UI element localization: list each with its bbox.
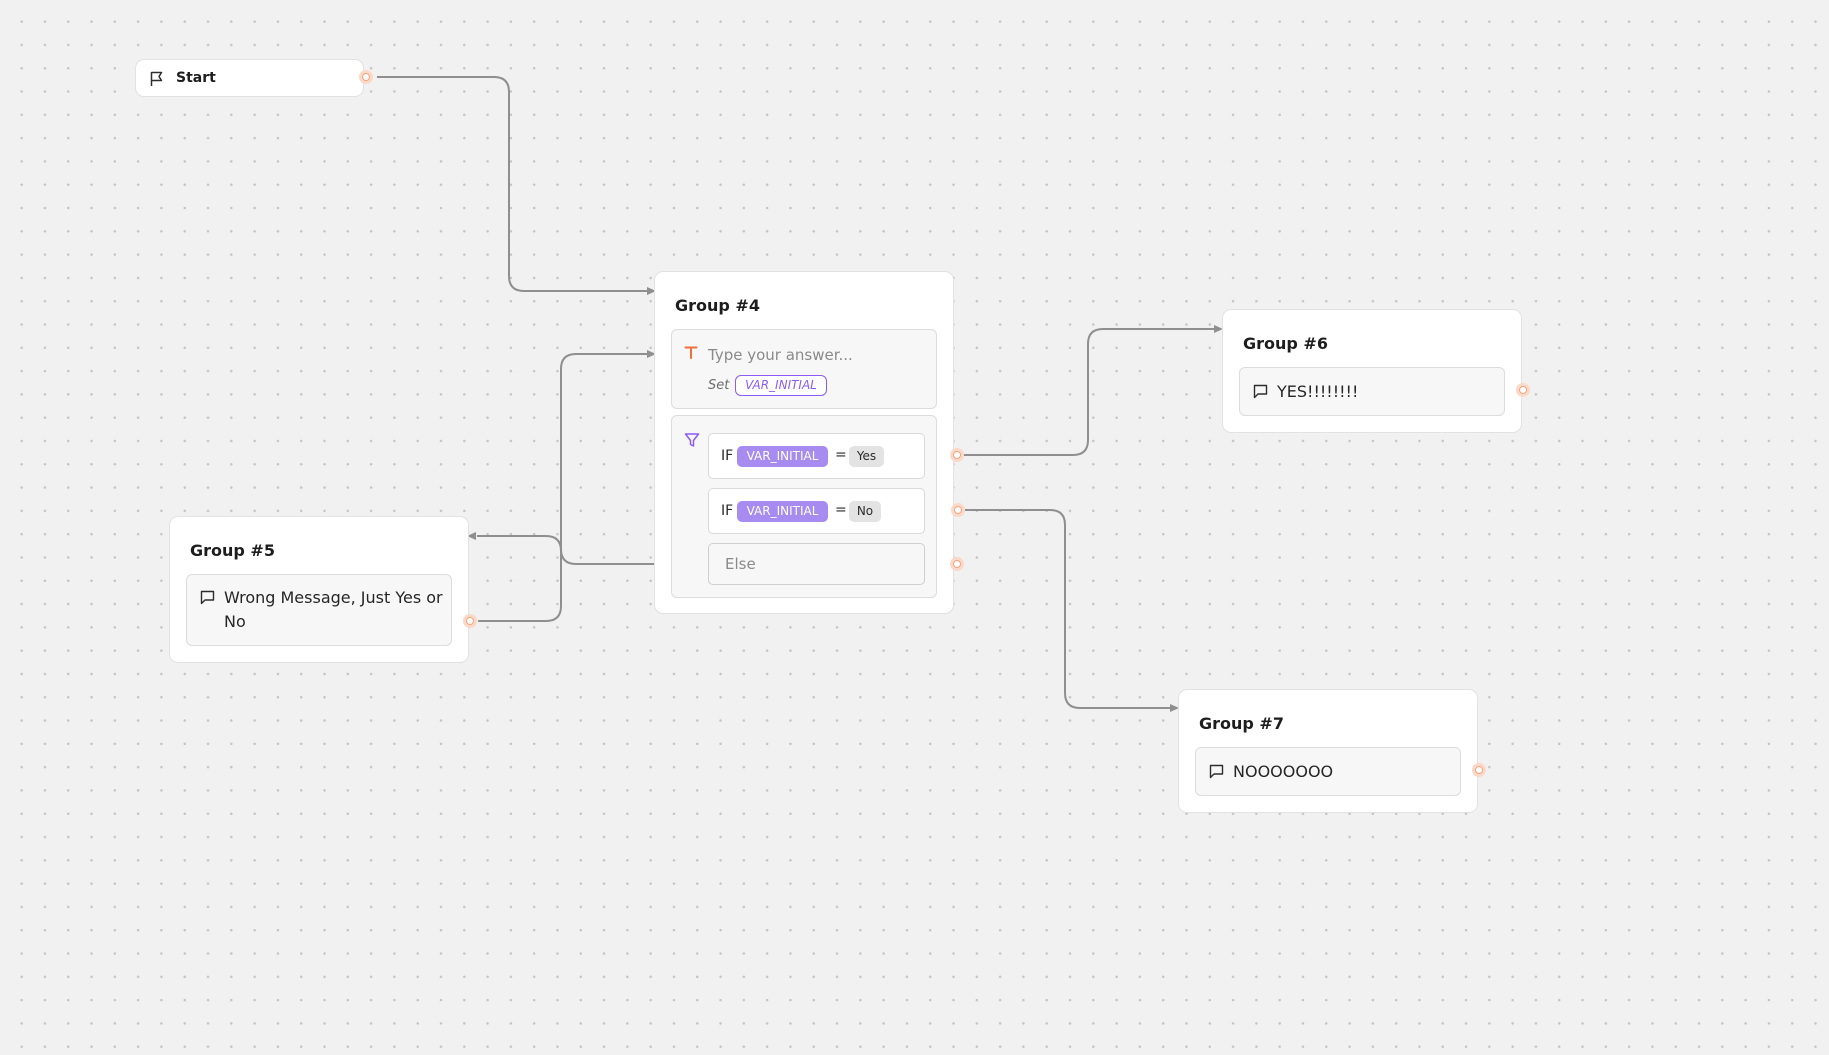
message-text: NOOOOOOO xyxy=(1233,762,1334,781)
edge-yes-to-group6[interactable] xyxy=(964,328,1214,456)
condition-item-yes[interactable]: IF VAR_INITIAL = Yes xyxy=(708,433,925,479)
text-input-block[interactable]: Type your answer... Set VAR_INITIAL xyxy=(671,329,937,409)
group-6-node[interactable]: Group #6 YES!!!!!!!! xyxy=(1222,309,1522,433)
condition-yes-output-handle[interactable] xyxy=(950,448,964,462)
condition-variable-pill: VAR_INITIAL xyxy=(737,501,828,522)
chat-bubble-icon xyxy=(200,590,215,605)
chat-bubble-icon xyxy=(1253,384,1268,399)
set-label: Set xyxy=(708,378,730,393)
message-text: Wrong Message, Just Yes or No xyxy=(224,588,443,631)
condition-value-pill: No xyxy=(849,501,881,522)
flag-icon xyxy=(150,71,163,86)
text-input-icon xyxy=(684,346,698,359)
condition-item-else[interactable]: Else xyxy=(708,543,925,585)
if-keyword: IF xyxy=(721,503,734,519)
text-message-block[interactable]: YES!!!!!!!! xyxy=(1239,367,1505,416)
edge-else-to-group5[interactable] xyxy=(477,535,654,565)
if-keyword: IF xyxy=(721,448,734,464)
chat-bubble-icon xyxy=(1209,764,1224,779)
group-7-node[interactable]: Group #7 NOOOOOOO xyxy=(1178,689,1478,813)
condition-variable-pill: VAR_INITIAL xyxy=(737,446,828,467)
group-5-output-handle[interactable] xyxy=(463,614,477,628)
group-6-output-handle[interactable] xyxy=(1516,383,1530,397)
start-output-handle[interactable] xyxy=(359,70,373,84)
edge-start-to-group4[interactable] xyxy=(377,76,648,292)
filter-icon xyxy=(684,433,700,447)
group-4-title: Group #4 xyxy=(675,296,760,315)
group-5-node[interactable]: Group #5 Wrong Message, Just Yes or No xyxy=(169,516,469,663)
group-7-title: Group #7 xyxy=(1199,714,1284,733)
condition-value-pill: Yes xyxy=(849,446,884,467)
set-variable-tag[interactable]: VAR_INITIAL xyxy=(735,375,827,396)
condition-else-output-handle[interactable] xyxy=(950,557,964,571)
condition-item-no[interactable]: IF VAR_INITIAL = No xyxy=(708,488,925,534)
condition-operator: = xyxy=(835,447,847,463)
group-6-title: Group #6 xyxy=(1243,334,1328,353)
condition-no-output-handle[interactable] xyxy=(951,503,965,517)
start-node[interactable]: Start xyxy=(135,59,364,97)
edge-group5-to-group4[interactable] xyxy=(478,353,648,622)
text-input-placeholder: Type your answer... xyxy=(708,346,853,364)
group-5-title: Group #5 xyxy=(190,541,275,560)
start-label: Start xyxy=(176,70,216,86)
edge-no-to-group7[interactable] xyxy=(965,509,1170,709)
group-7-output-handle[interactable] xyxy=(1472,763,1486,777)
text-message-block[interactable]: NOOOOOOO xyxy=(1195,747,1461,796)
text-message-block[interactable]: Wrong Message, Just Yes or No xyxy=(186,574,452,646)
message-text: YES!!!!!!!! xyxy=(1277,382,1359,401)
else-label: Else xyxy=(725,555,756,573)
condition-block[interactable]: IF VAR_INITIAL = Yes IF VAR_INITIAL = No… xyxy=(671,415,937,598)
group-4-node[interactable]: Group #4 Type your answer... Set VAR_INI… xyxy=(654,271,954,614)
condition-operator: = xyxy=(835,502,847,518)
